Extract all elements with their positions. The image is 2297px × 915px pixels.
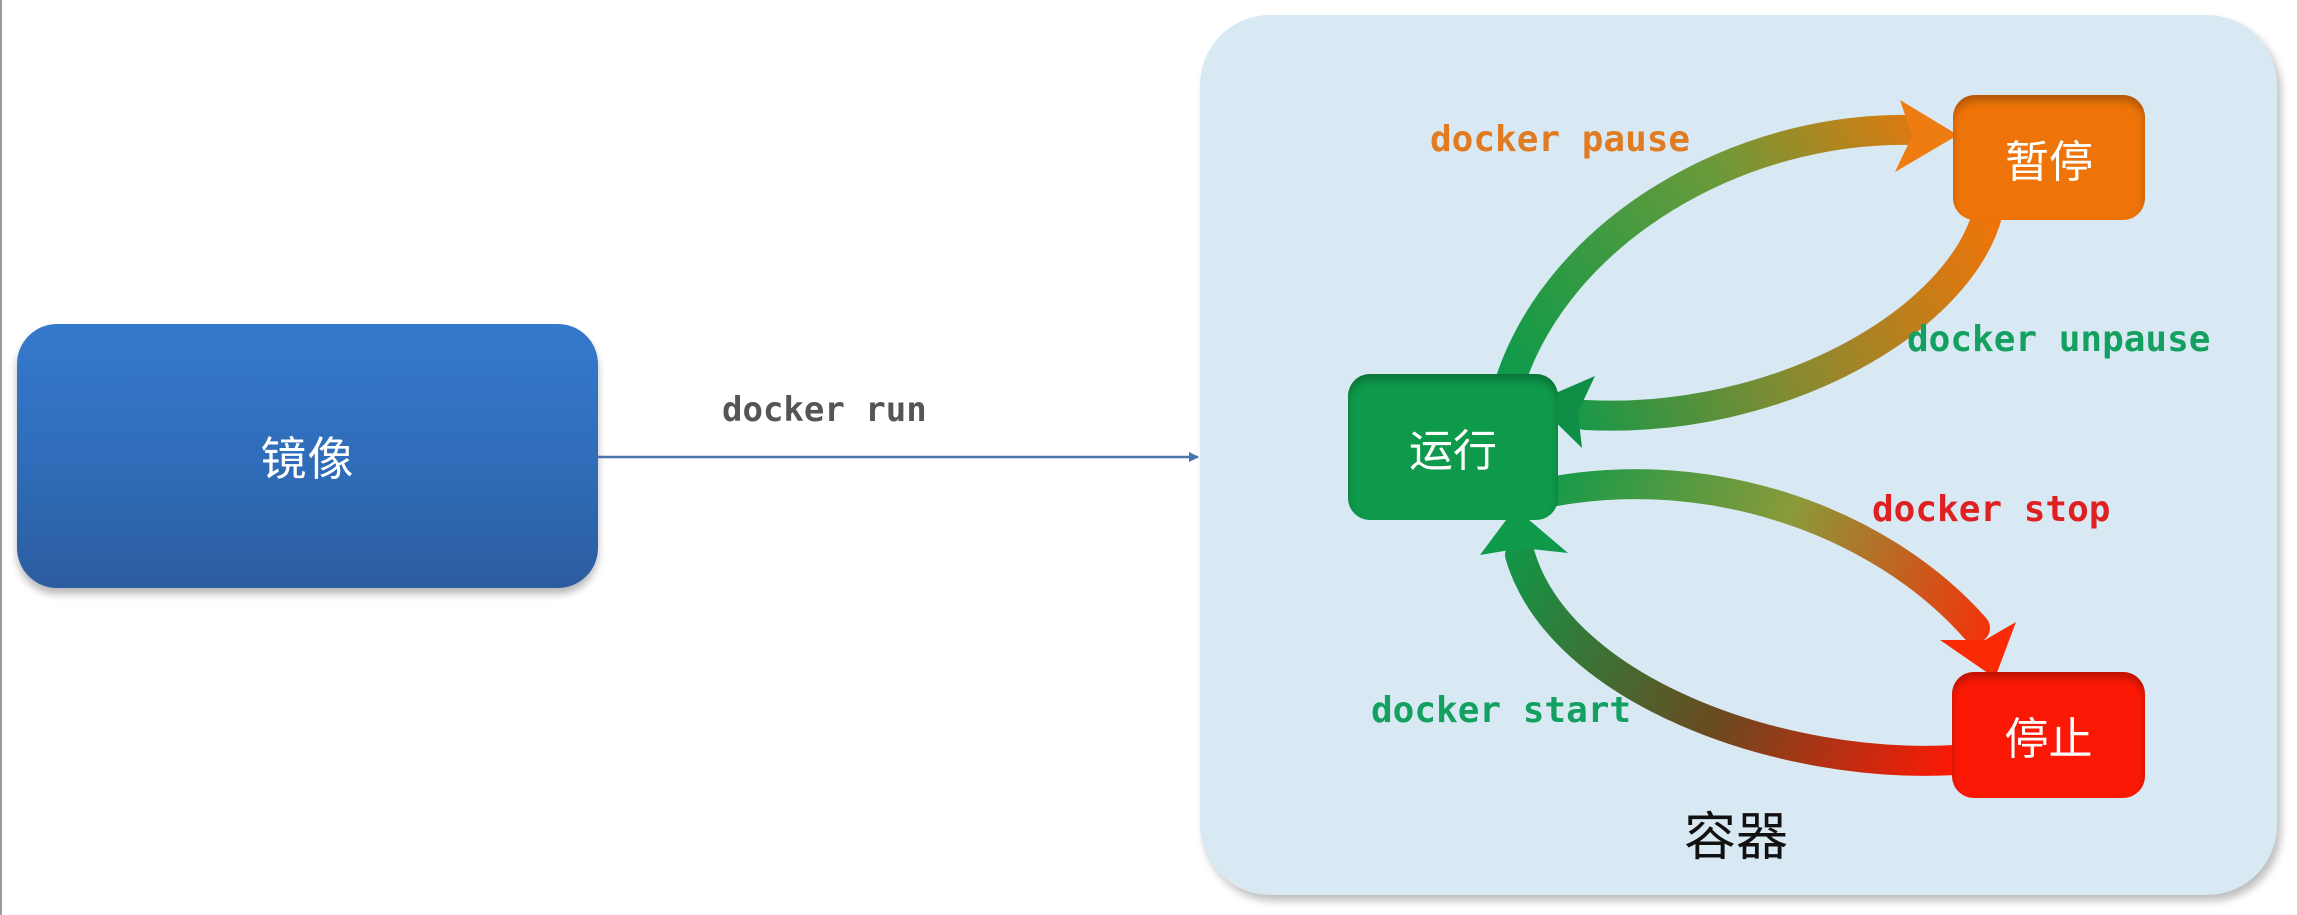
docker-unpause-label: docker unpause (1907, 319, 2211, 360)
pause-arrow (1495, 100, 1958, 397)
docker-pause-label: docker pause (1430, 119, 1691, 160)
unpause-arrow (1535, 197, 2003, 448)
docker-run-label: docker run (722, 390, 927, 430)
docker-stop-label: docker stop (1872, 489, 2111, 530)
state-paused-label: 暂停 (2005, 136, 2093, 188)
docker-start-label: docker start (1371, 690, 1632, 731)
state-stopped-label: 停止 (2004, 714, 2093, 765)
state-paused: 暂停 (1953, 95, 2145, 220)
state-running-label: 运行 (1409, 426, 1497, 477)
image-node: 镜像 (17, 324, 598, 588)
state-running: 运行 (1348, 374, 1558, 520)
start-arrow (1480, 508, 1970, 776)
state-stopped: 停止 (1952, 672, 2145, 798)
left-border (0, 0, 2, 915)
stop-arrow (1512, 469, 2016, 678)
container-label: 容器 (1684, 808, 1789, 868)
image-node-label: 镜像 (260, 432, 355, 486)
